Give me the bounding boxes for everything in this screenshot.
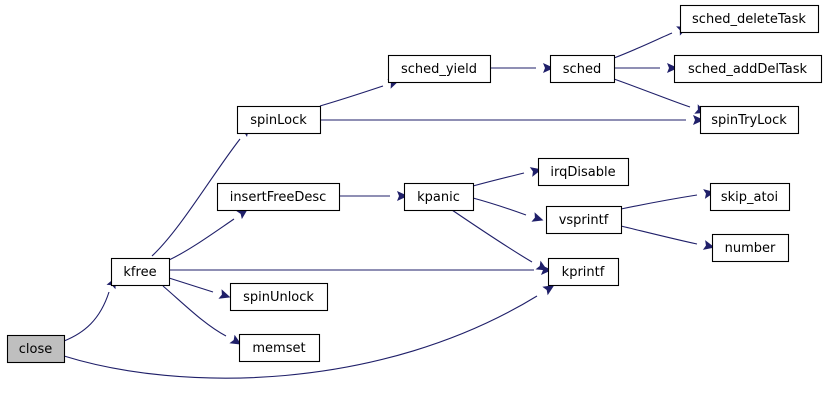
- edge-line: [162, 285, 227, 337]
- node-box[interactable]: [387, 54, 492, 84]
- node-box[interactable]: [673, 54, 823, 84]
- edge-kpanic-to-irqDisable: [472, 167, 542, 187]
- node-spinUnlock[interactable]: spinUnlock: [229, 282, 329, 312]
- node-label: kpanic: [417, 190, 460, 205]
- edge-line: [151, 138, 241, 257]
- node-skip_atoi[interactable]: skip_atoi: [709, 182, 791, 212]
- edge-kfree-to-spinUnlock: [168, 277, 231, 299]
- edge-line: [168, 218, 235, 261]
- node-box[interactable]: [238, 333, 321, 363]
- node-label: sched: [563, 62, 601, 77]
- arrowhead-icon: [535, 260, 548, 271]
- node-box[interactable]: [547, 257, 620, 287]
- edge-sched-to-sched_deleteTask: [613, 26, 689, 59]
- edge-line: [613, 32, 673, 59]
- node-kfree[interactable]: kfree: [110, 257, 171, 287]
- edge-kfree-to-kprintf: [169, 265, 552, 275]
- node-box[interactable]: [6, 334, 66, 364]
- nodes-layer: close kfree spinLock insertFreeDesc spinUnlo…: [6, 4, 823, 364]
- node-box[interactable]: [537, 157, 630, 187]
- node-label: kfree: [123, 265, 156, 280]
- edge-kfree-to-memset: [162, 285, 242, 345]
- arrowhead-icon: [397, 191, 408, 201]
- edge-line: [620, 194, 698, 210]
- node-memset[interactable]: memset: [238, 333, 321, 363]
- node-box[interactable]: [699, 105, 800, 135]
- arrowhead-icon: [531, 212, 544, 222]
- edge-line: [472, 197, 527, 216]
- edge-line: [472, 172, 525, 187]
- node-spinTryLock[interactable]: spinTryLock: [699, 105, 800, 135]
- node-box[interactable]: [216, 182, 341, 212]
- node-box[interactable]: [711, 233, 790, 263]
- edge-sched-to-sched_addDelTask: [614, 63, 678, 73]
- node-number[interactable]: number: [711, 233, 790, 263]
- arrowhead-icon: [702, 240, 715, 250]
- node-box[interactable]: [709, 182, 791, 212]
- node-box[interactable]: [110, 257, 171, 287]
- node-insertFreeDesc[interactable]: insertFreeDesc: [216, 182, 341, 212]
- arrowhead-icon: [543, 63, 554, 73]
- node-label: vsprintf: [559, 213, 609, 228]
- node-box[interactable]: [229, 282, 329, 312]
- arrowhead-icon: [218, 289, 231, 299]
- arrowhead-icon: [693, 115, 704, 125]
- edge-insertFreeDesc-to-kpanic: [339, 191, 408, 201]
- node-label: sched_deleteTask: [692, 12, 806, 27]
- node-sched[interactable]: sched: [549, 54, 616, 84]
- node-spinLock[interactable]: spinLock: [236, 105, 322, 135]
- node-sched_yield[interactable]: sched_yield: [387, 54, 492, 84]
- edge-sched_yield-to-sched: [490, 63, 554, 73]
- arrowhead-icon: [542, 285, 555, 296]
- edge-line: [613, 78, 691, 108]
- edge-line: [63, 295, 538, 379]
- node-kprintf[interactable]: kprintf: [547, 257, 620, 287]
- edge-sched-to-spinTryLock: [613, 78, 707, 114]
- node-label: kprintf: [562, 265, 605, 280]
- edge-line: [319, 85, 384, 107]
- edge-line: [620, 225, 698, 245]
- node-label: sched_yield: [401, 62, 477, 77]
- node-sched_deleteTask[interactable]: sched_deleteTask: [679, 4, 820, 34]
- node-box[interactable]: [236, 105, 322, 135]
- edge-line: [63, 291, 110, 342]
- edge-line: [168, 277, 214, 293]
- node-box[interactable]: [545, 205, 623, 235]
- edge-kfree-to-insertFreeDesc: [168, 208, 249, 261]
- node-label: insertFreeDesc: [230, 190, 327, 205]
- node-irqDisable[interactable]: irqDisable: [537, 157, 630, 187]
- arrowhead-icon: [229, 334, 242, 345]
- node-close[interactable]: close: [6, 334, 66, 364]
- edge-close-to-kprintf: [63, 285, 555, 379]
- node-vsprintf[interactable]: vsprintf: [545, 205, 623, 235]
- node-label: skip_atoi: [721, 190, 778, 205]
- edge-vsprintf-to-skip_atoi: [620, 189, 715, 210]
- edge-kpanic-to-vsprintf: [472, 197, 544, 222]
- node-label: spinUnlock: [243, 290, 314, 305]
- node-label: close: [19, 342, 52, 357]
- node-label: irqDisable: [550, 165, 615, 180]
- node-label: number: [725, 241, 776, 256]
- node-box[interactable]: [549, 54, 616, 84]
- edge-kpanic-to-kprintf: [451, 209, 548, 271]
- node-box[interactable]: [403, 182, 475, 212]
- node-kpanic[interactable]: kpanic: [403, 182, 475, 212]
- edge-spinLock-to-spinTryLock: [320, 115, 704, 125]
- node-label: sched_addDelTask: [688, 62, 808, 77]
- edge-line: [451, 209, 533, 263]
- node-label: memset: [252, 341, 305, 356]
- arrowhead-icon: [236, 208, 249, 220]
- node-box[interactable]: [679, 4, 820, 34]
- node-sched_addDelTask[interactable]: sched_addDelTask: [673, 54, 823, 84]
- edge-vsprintf-to-number: [620, 225, 715, 250]
- node-label: spinLock: [250, 113, 307, 128]
- node-label: spinTryLock: [711, 113, 787, 128]
- arrowhead-icon: [667, 63, 678, 73]
